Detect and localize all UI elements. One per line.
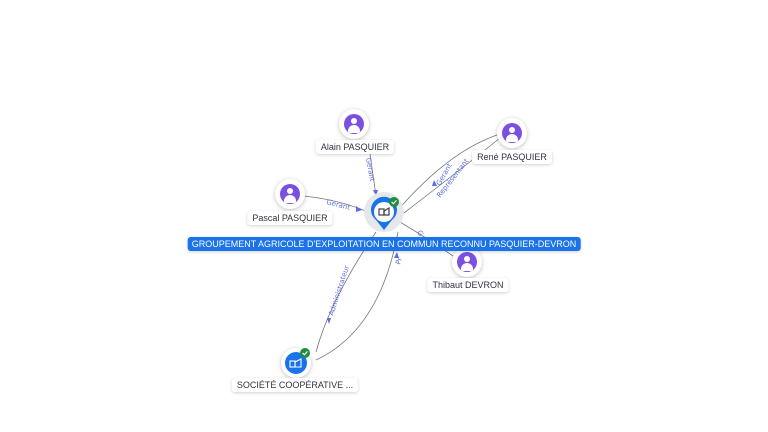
person-label-pascal[interactable]: Pascal PASQUIER	[247, 211, 333, 225]
main-company-node[interactable]	[364, 192, 404, 232]
arrow-pres	[394, 252, 399, 258]
verified-check-icon	[300, 348, 310, 358]
building-icon	[289, 358, 302, 368]
person-node-thibaut[interactable]	[452, 247, 482, 277]
edge-rene-main-2	[399, 137, 501, 217]
edge-label-president: Pr	[394, 256, 404, 265]
secondary-company-label[interactable]: SOCIÉTÉ COOPÉRATIVE ...	[231, 378, 359, 392]
secondary-company-node[interactable]	[281, 348, 311, 378]
edge-coop-main-pres	[315, 231, 399, 361]
building-icon	[378, 206, 390, 216]
edge-label-administrateur: Administrateur	[327, 264, 351, 316]
main-company-label[interactable]: GROUPEMENT AGRICOLE D'EXPLOITATION EN CO…	[187, 237, 581, 251]
edge-pascal-main	[303, 195, 369, 213]
person-label-alain[interactable]: Alain PASQUIER	[315, 140, 395, 154]
person-node-rene[interactable]	[497, 118, 527, 148]
edge-label-thibaut: G	[415, 229, 425, 238]
edge-rene-main-1	[397, 133, 501, 211]
arrow-alain	[373, 190, 378, 196]
person-node-pascal[interactable]	[275, 179, 305, 209]
person-icon	[280, 184, 300, 204]
person-node-alain[interactable]	[339, 109, 369, 139]
edge-label-pascal-gerant: Gerant	[326, 198, 352, 212]
arrow-admin	[327, 318, 331, 324]
edge-label-alain-gerant: Gerant	[364, 157, 376, 182]
verified-check-icon	[389, 197, 399, 207]
arrow-pascal	[356, 206, 362, 212]
arrow-rene	[432, 180, 437, 186]
person-label-rene[interactable]: René PASQUIER	[472, 150, 552, 164]
person-label-thibaut[interactable]: Thibaut DEVRON	[427, 278, 509, 292]
person-icon	[502, 123, 522, 143]
person-icon	[457, 252, 477, 272]
person-icon	[344, 114, 364, 134]
